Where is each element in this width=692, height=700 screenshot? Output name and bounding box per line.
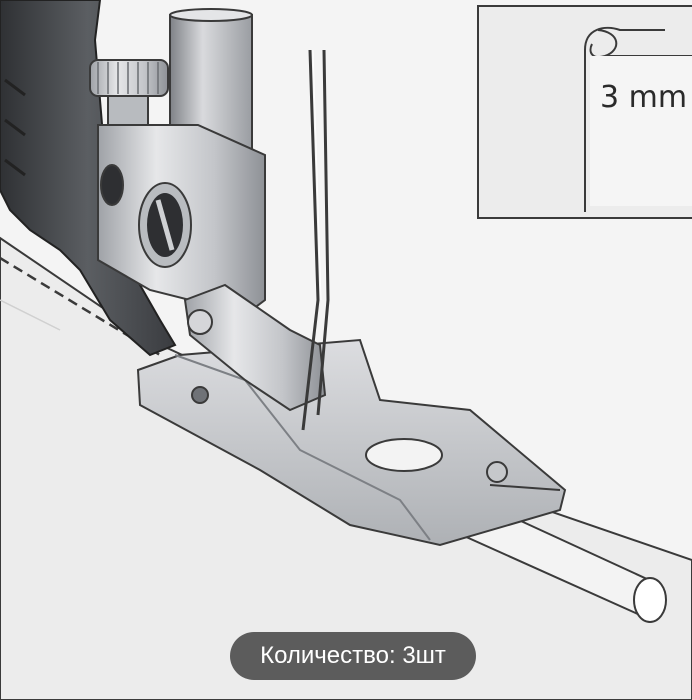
needles [301, 49, 330, 431]
quantity-text: Количество: 3шт [260, 642, 446, 669]
hem-width-label: 3 mm [600, 80, 688, 115]
hem-width-inset [477, 5, 692, 219]
presser-foot [136, 283, 567, 547]
thumb-screw [89, 59, 169, 127]
quantity-badge: Количество: 3шт [230, 632, 476, 680]
foot-clamp [97, 124, 266, 332]
